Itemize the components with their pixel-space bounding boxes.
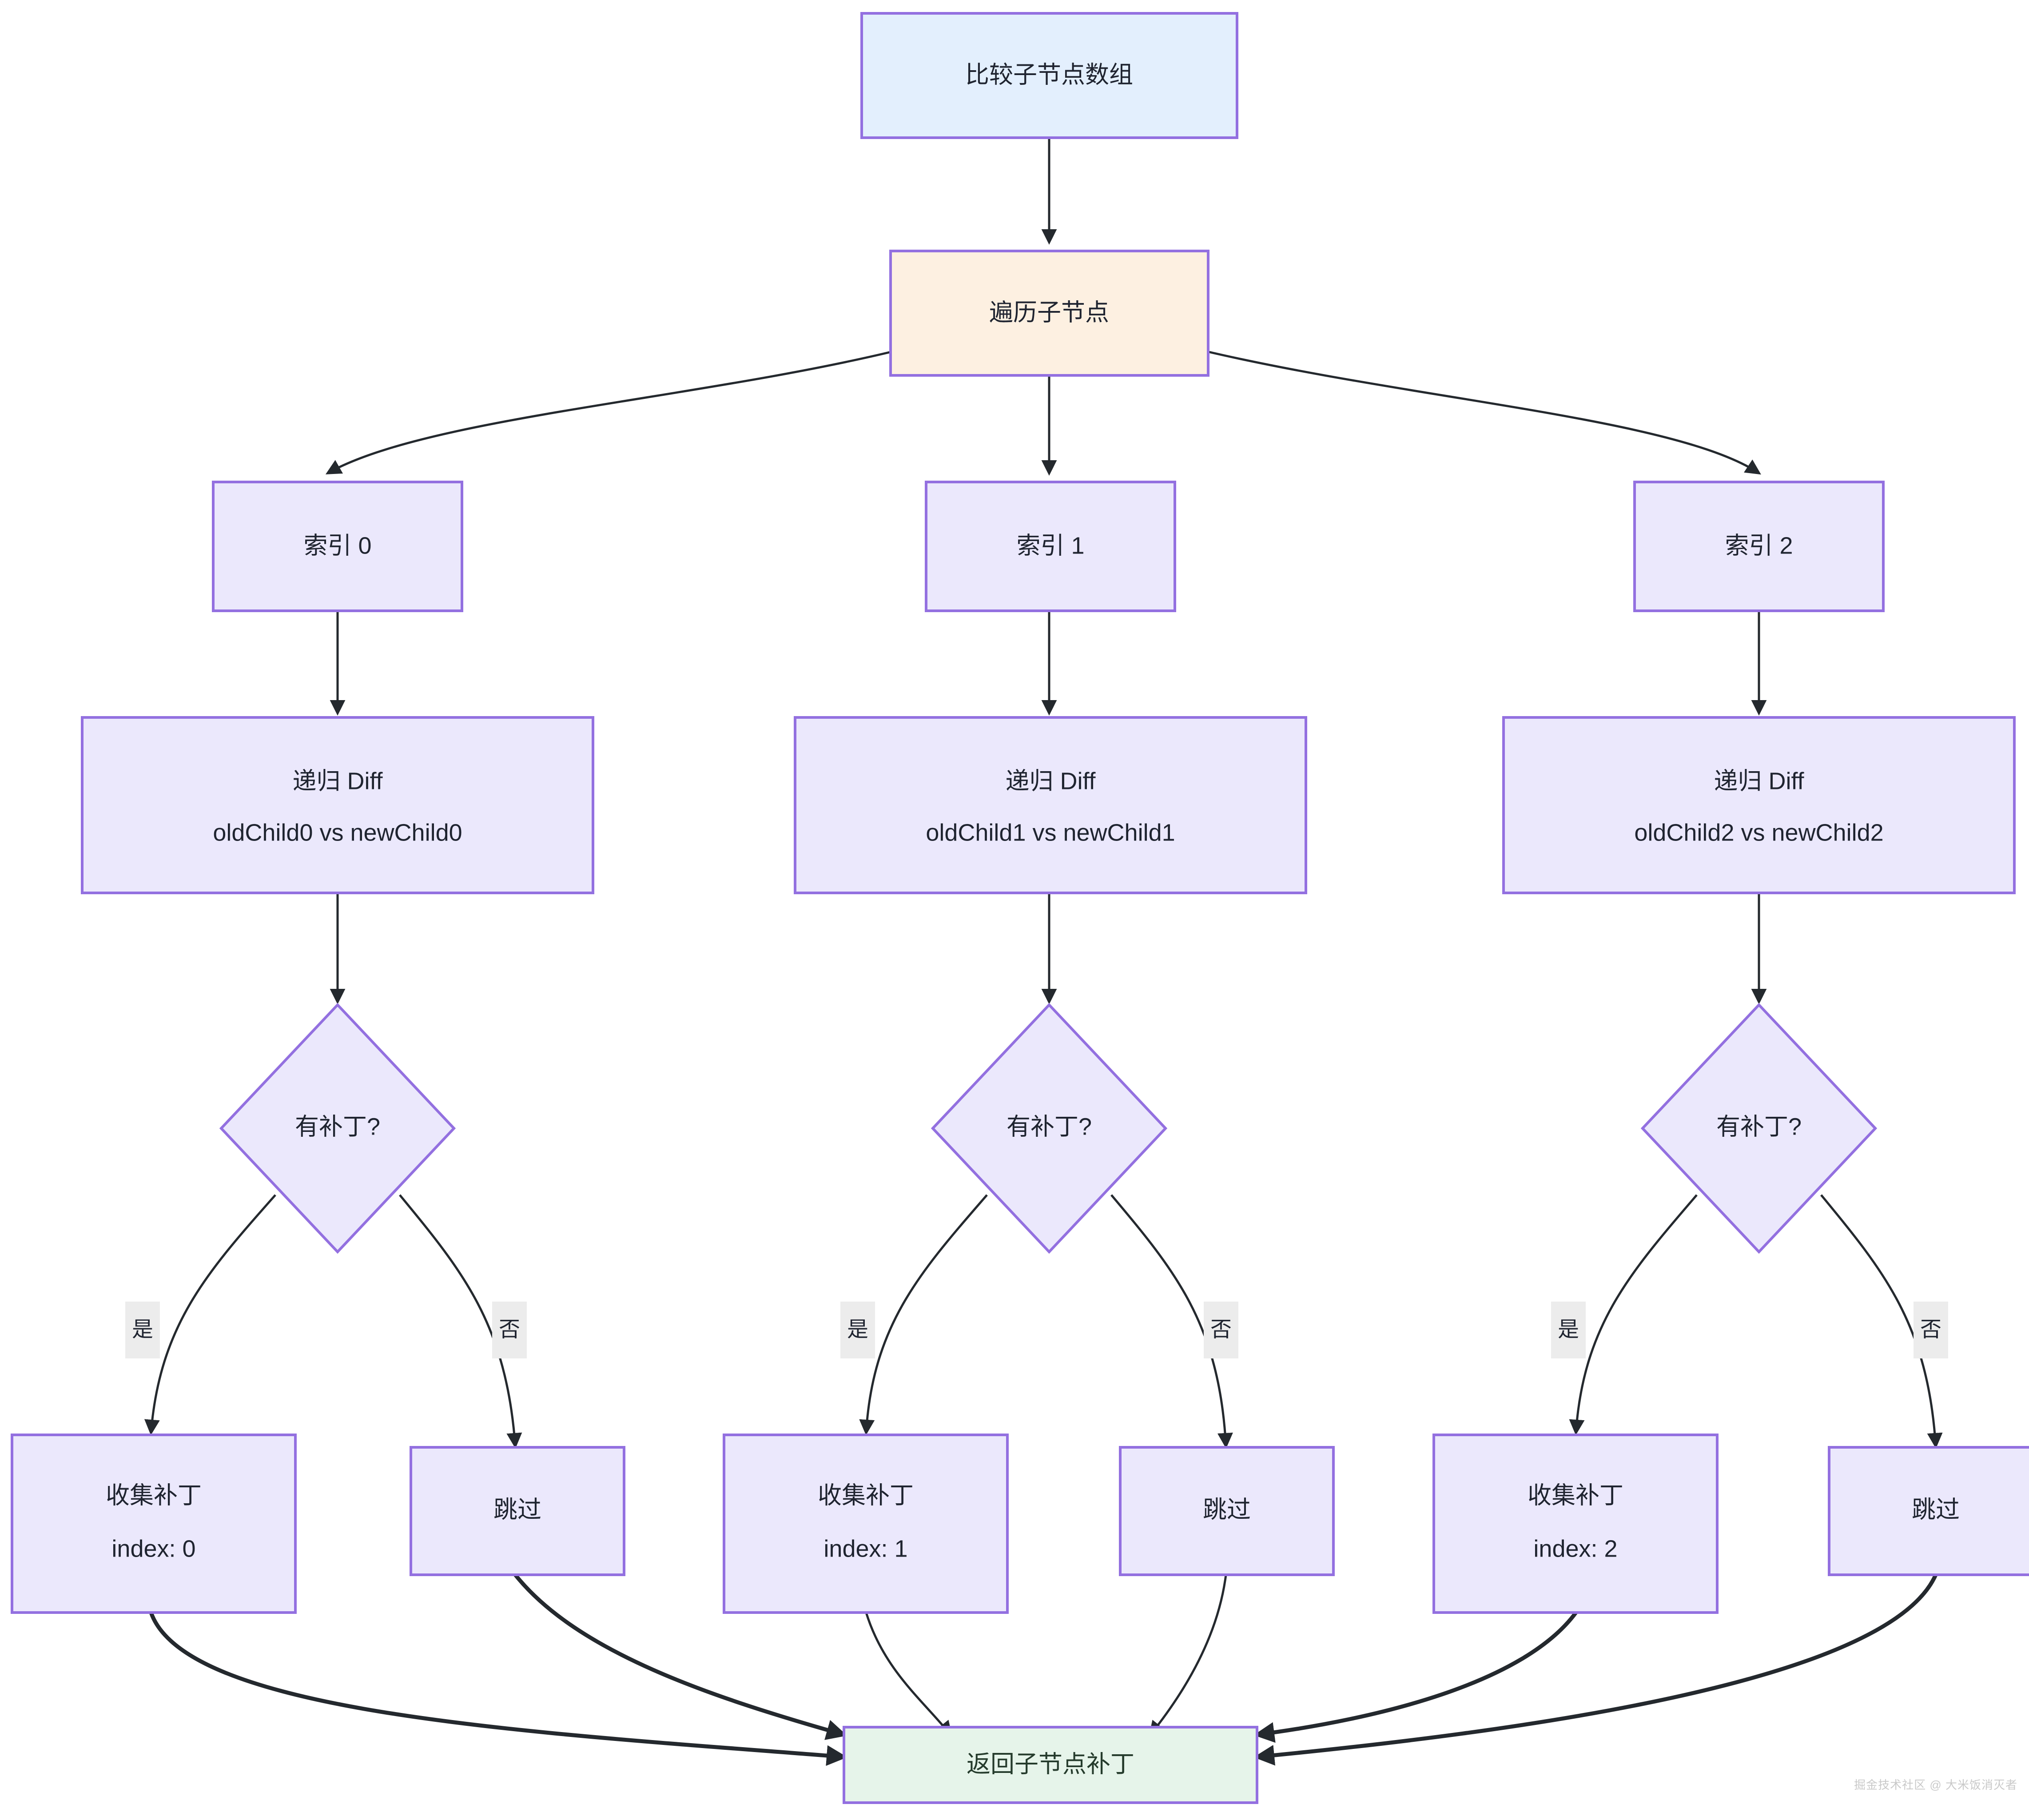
edge-cond2-no	[1820, 1194, 1943, 1449]
node-skip-1-label: 跳过	[1203, 1496, 1251, 1523]
node-skip-0[interactable]: 跳过	[410, 1446, 625, 1576]
node-condition-1-label: 有补丁?	[1007, 1113, 1092, 1140]
edge-patch1-to-result	[865, 1612, 952, 1737]
edge-skip1-to-result	[1149, 1574, 1227, 1737]
node-skip-1[interactable]: 跳过	[1119, 1446, 1335, 1576]
edge-label-yes-1: 是	[840, 1302, 875, 1358]
node-diff-0-line2: oldChild0 vs newChild0	[213, 819, 462, 846]
node-start[interactable]: 比较子节点数组	[860, 12, 1238, 139]
node-index-1[interactable]: 索引 1	[925, 481, 1176, 612]
node-skip-0-label: 跳过	[493, 1496, 541, 1523]
edge-loop-to-idx2	[1204, 350, 1761, 475]
node-loop-label: 遍历子节点	[989, 299, 1109, 326]
node-condition-0[interactable]: 有补丁?	[219, 1003, 456, 1254]
svg-text:否: 否	[499, 1318, 520, 1342]
node-condition-2[interactable]: 有补丁?	[1640, 1003, 1878, 1254]
edge-cond0-yes	[144, 1194, 276, 1435]
edge-skip2-to-result	[1253, 1574, 1938, 1766]
node-diff-0[interactable]: 递归 Diff oldChild0 vs newChild0	[81, 716, 594, 894]
node-collect-patch-2[interactable]: 收集补丁 index: 2	[1432, 1434, 1719, 1614]
node-result-label: 返回子节点补丁	[967, 1751, 1134, 1777]
node-index-0[interactable]: 索引 0	[212, 481, 463, 612]
edge-skip0-to-result	[513, 1573, 847, 1740]
node-diff-0-line1: 递归 Diff	[292, 768, 383, 794]
node-collect-patch-0[interactable]: 收集补丁 index: 0	[11, 1434, 297, 1614]
node-condition-0-label: 有补丁?	[295, 1113, 380, 1140]
svg-text:是: 是	[132, 1318, 153, 1342]
edge-label-no-1: 否	[1204, 1302, 1238, 1358]
edge-cond1-no	[1110, 1194, 1233, 1449]
node-collect-patch-1-line1: 收集补丁	[818, 1482, 914, 1509]
watermark: 掘金技术社区 @ 大米饭消灭者	[1854, 1778, 2017, 1792]
node-collect-patch-1-line2: index: 1	[824, 1535, 907, 1562]
node-index-0-label: 索引 0	[303, 532, 371, 559]
edge-label-no-2: 否	[1914, 1302, 1948, 1358]
node-diff-1-line1: 递归 Diff	[1005, 768, 1096, 794]
svg-text:是: 是	[847, 1318, 868, 1342]
edge-label-yes-0: 是	[125, 1302, 160, 1358]
node-diff-1-line2: oldChild1 vs newChild1	[926, 819, 1175, 846]
edge-cond0-no	[399, 1194, 522, 1449]
node-collect-patch-2-line1: 收集补丁	[1528, 1482, 1623, 1509]
edge-loop-to-idx0	[325, 350, 895, 474]
svg-text:否: 否	[1920, 1318, 1941, 1342]
svg-text:是: 是	[1558, 1318, 1579, 1342]
node-diff-2-line2: oldChild2 vs newChild2	[1634, 819, 1883, 846]
edge-patch2-to-result	[1253, 1611, 1578, 1743]
node-index-2-label: 索引 2	[1725, 532, 1793, 559]
node-collect-patch-0-line1: 收集补丁	[106, 1482, 202, 1509]
node-start-label: 比较子节点数组	[965, 61, 1133, 88]
node-skip-2-label: 跳过	[1912, 1496, 1960, 1523]
edge-cond2-yes	[1569, 1194, 1698, 1435]
node-collect-patch-2-line2: index: 2	[1533, 1535, 1617, 1562]
node-collect-patch-1[interactable]: 收集补丁 index: 1	[723, 1434, 1009, 1614]
node-loop[interactable]: 遍历子节点	[889, 250, 1209, 377]
node-skip-2[interactable]: 跳过	[1828, 1446, 2029, 1576]
node-collect-patch-0-line2: index: 0	[111, 1535, 195, 1562]
edge-label-yes-2: 是	[1551, 1302, 1586, 1358]
node-diff-2-line1: 递归 Diff	[1714, 768, 1804, 794]
node-index-2[interactable]: 索引 2	[1633, 481, 1885, 612]
node-condition-2-label: 有补丁?	[1716, 1113, 1802, 1140]
node-result[interactable]: 返回子节点补丁	[843, 1726, 1258, 1804]
svg-text:否: 否	[1210, 1318, 1232, 1342]
edge-patch0-to-result	[149, 1612, 847, 1766]
edge-cond1-yes	[859, 1194, 988, 1435]
node-diff-2[interactable]: 递归 Diff oldChild2 vs newChild2	[1502, 716, 2016, 894]
node-condition-1[interactable]: 有补丁?	[931, 1003, 1168, 1254]
edge-label-no-0: 否	[492, 1302, 527, 1358]
node-index-1-label: 索引 1	[1016, 532, 1084, 559]
node-diff-1[interactable]: 递归 Diff oldChild1 vs newChild1	[794, 716, 1307, 894]
